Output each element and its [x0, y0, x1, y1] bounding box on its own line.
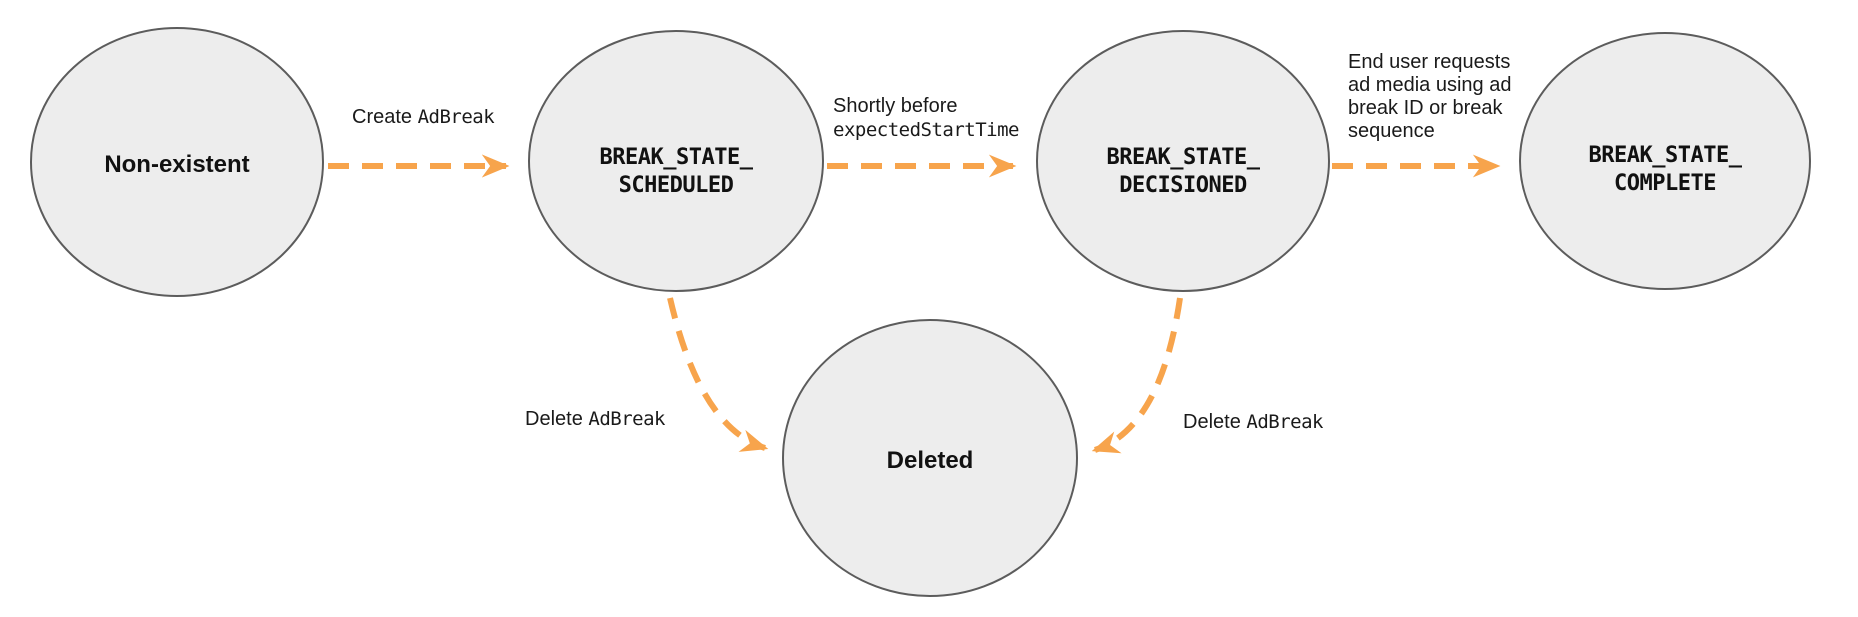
- edge-end-user-requests-label-line3: break ID or break: [1348, 97, 1504, 119]
- edge-create-adbreak-label: Create AdBreak: [352, 106, 495, 128]
- state-node-non-existent: Non-existent: [30, 27, 324, 297]
- edge-delete-adbreak-left-arrow: [667, 297, 769, 452]
- state-node-break-state-complete-circle: [1519, 32, 1811, 290]
- edge-shortly-before-expectedstarttime: Shortly before expectedStartTime: [827, 95, 1020, 178]
- state-node-deleted-circle: [782, 319, 1078, 597]
- state-node-deleted-label: Deleted: [887, 447, 974, 474]
- state-node-break-state-complete: BREAK_STATE_ COMPLETE: [1519, 32, 1811, 290]
- edge-delete-adbreak-from-scheduled: Delete AdBreak: [525, 297, 769, 452]
- edge-delete-adbreak-left-label: Delete AdBreak: [525, 408, 666, 430]
- edge-end-user-requests: End user requests ad media using ad brea…: [1332, 51, 1511, 178]
- edge-delete-adbreak-right-label: Delete AdBreak: [1183, 411, 1324, 433]
- state-node-break-state-scheduled-label-line2: SCHEDULED: [619, 173, 734, 198]
- state-node-non-existent-circle: [30, 27, 324, 297]
- edge-delete-adbreak-from-decisioned: Delete AdBreak: [1091, 297, 1325, 454]
- state-node-break-state-scheduled: BREAK_STATE_ SCHEDULED: [528, 30, 824, 292]
- edge-delete-adbreak-right-arrow: [1091, 297, 1183, 454]
- state-node-break-state-complete-label-line2: COMPLETE: [1614, 171, 1716, 196]
- edge-shortly-before-label-line2: expectedStartTime: [833, 119, 1019, 141]
- edge-shortly-before-label-line1: Shortly before: [833, 95, 958, 117]
- state-node-break-state-decisioned-label-line1: BREAK_STATE_: [1107, 145, 1261, 170]
- state-node-deleted: Deleted: [782, 319, 1078, 597]
- state-node-non-existent-label: Non-existent: [104, 151, 249, 178]
- state-node-break-state-decisioned-label-line2: DECISIONED: [1119, 173, 1247, 198]
- edge-end-user-requests-label-line2: ad media using ad: [1348, 74, 1511, 96]
- state-node-break-state-decisioned: BREAK_STATE_ DECISIONED: [1036, 30, 1330, 292]
- edge-end-user-requests-label-line4: sequence: [1348, 120, 1435, 142]
- state-node-break-state-decisioned-circle: [1036, 30, 1330, 292]
- state-node-break-state-scheduled-label-line1: BREAK_STATE_: [600, 145, 754, 170]
- edge-end-user-requests-label-line1: End user requests: [1348, 51, 1510, 73]
- state-node-break-state-complete-label-line1: BREAK_STATE_: [1589, 143, 1743, 168]
- edge-create-adbreak: Create AdBreak: [328, 106, 510, 178]
- state-node-break-state-scheduled-circle: [528, 30, 824, 292]
